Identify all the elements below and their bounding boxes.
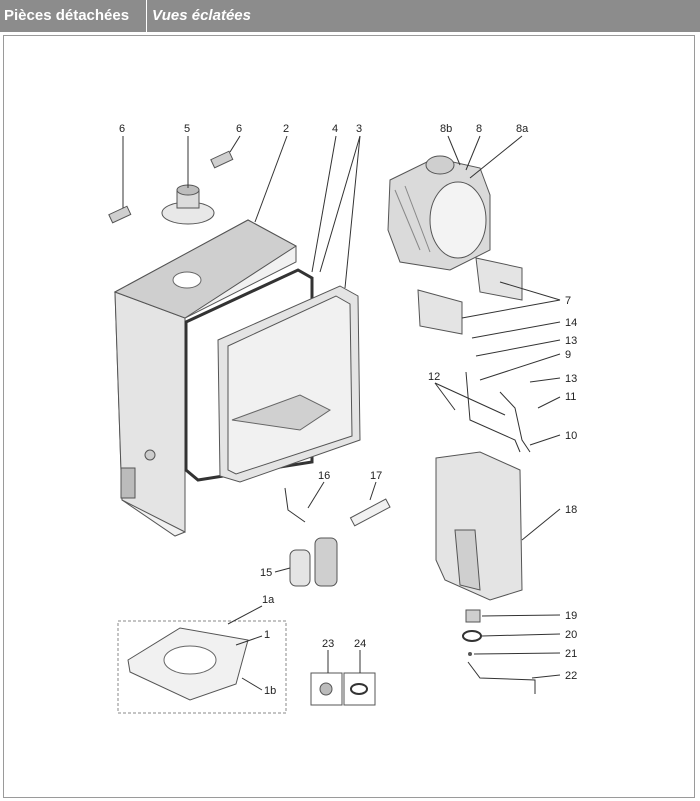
- callout-8: 8: [476, 123, 482, 135]
- leader-lines: [122, 135, 561, 691]
- washer-icon: [350, 683, 368, 695]
- screw-icon: [319, 682, 333, 696]
- pipe-part-16: [284, 487, 306, 523]
- callout-20: 20: [565, 629, 577, 641]
- nut-part-19: [465, 609, 481, 623]
- heat-exchanger-part-8: [387, 155, 491, 271]
- callout-12: 12: [428, 371, 440, 383]
- bracket-part-7-upper: [475, 257, 523, 301]
- tab-exploded-views[interactable]: Vues éclatées: [152, 7, 251, 24]
- callout-18: 18: [565, 504, 577, 516]
- callout-21: 21: [565, 648, 577, 660]
- tube-part-17: [349, 498, 391, 527]
- header-bar: Pièces détachées Vues éclatées: [0, 0, 700, 32]
- clip-part-6-right: [210, 150, 234, 169]
- callout-14: 14: [565, 317, 577, 329]
- callout-6-right: 6: [236, 123, 242, 135]
- seal-frame-part-4: [184, 268, 314, 482]
- callout-5: 5: [184, 123, 190, 135]
- base-frame-opening: [163, 645, 217, 675]
- casing-part-2: [113, 219, 297, 537]
- callout-13-lower: 13: [565, 373, 577, 385]
- front-panel-part-3: [217, 285, 361, 483]
- bracket-part-7-lower: [417, 289, 463, 335]
- callout-2: 2: [283, 123, 289, 135]
- callout-1: 1: [264, 629, 270, 641]
- clip-part-21: [468, 652, 472, 656]
- callout-1b: 1b: [264, 685, 276, 697]
- callout-23: 23: [322, 638, 334, 650]
- ring-part-20: [462, 630, 482, 642]
- callout-4: 4: [332, 123, 338, 135]
- callout-24: 24: [354, 638, 366, 650]
- callout-8a: 8a: [516, 123, 529, 135]
- callout-22: 22: [565, 670, 577, 682]
- callout-11: 11: [565, 391, 576, 403]
- callout-19: 19: [565, 610, 577, 622]
- flue-outlet-part-5: [161, 184, 215, 225]
- callout-1a: 1a: [262, 594, 275, 606]
- callout-8b: 8b: [440, 123, 452, 135]
- condensate-trap-part-18: [435, 451, 523, 601]
- callout-15: 15: [260, 567, 272, 579]
- valve-part-15: [289, 537, 338, 587]
- callout-13-upper: 13: [565, 335, 577, 347]
- clip-part-6-left: [108, 205, 132, 224]
- callout-6-left: 6: [119, 123, 125, 135]
- callout-3: 3: [356, 123, 362, 135]
- callout-10: 10: [565, 430, 577, 442]
- callout-7: 7: [565, 295, 571, 307]
- callout-17: 17: [370, 470, 382, 482]
- washer-box-part-24: [343, 672, 376, 706]
- callout-9: 9: [565, 349, 571, 361]
- tab-spare-parts[interactable]: Pièces détachées: [0, 0, 147, 32]
- drain-pipe-part-22: [467, 661, 536, 694]
- pipe-part-9: [465, 371, 521, 453]
- pipe-part-10: [499, 391, 531, 453]
- callout-16: 16: [318, 470, 330, 482]
